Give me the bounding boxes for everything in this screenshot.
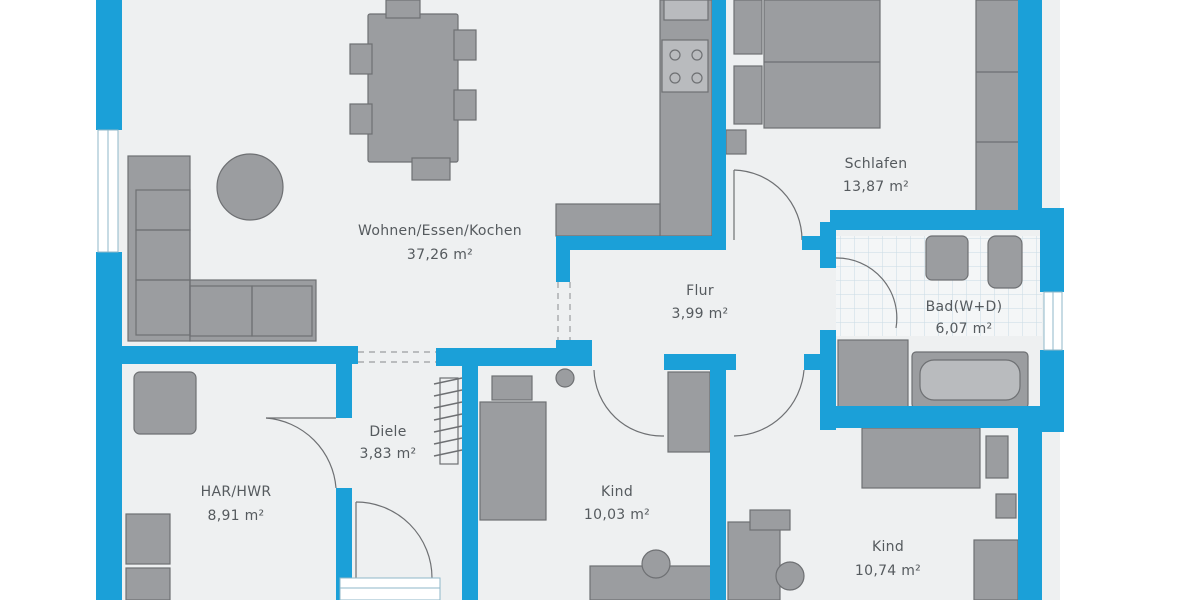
windows [97, 129, 1063, 600]
cooktop-burner [691, 72, 703, 84]
room-name: Bad(W+D) [926, 299, 1003, 315]
boiler [133, 371, 197, 435]
wall-bath [820, 406, 1042, 428]
room-labels: Wohnen/Essen/Kochen 37,26 m² Schlafen 13… [201, 156, 1003, 579]
nightstand [725, 129, 747, 155]
sink [663, 0, 709, 21]
washing-machine [125, 513, 171, 565]
wall-partition [556, 236, 570, 282]
dining-table [367, 13, 459, 163]
wall-bath [830, 210, 1042, 230]
room-area: 10,74 m² [855, 563, 921, 579]
dashed-openings [358, 282, 571, 363]
wall-right-bump [1040, 208, 1064, 292]
room-name: Schlafen [845, 156, 908, 172]
door-swings [265, 169, 898, 579]
room-area: 13,87 m² [843, 179, 909, 195]
sofa-cushion [251, 285, 313, 337]
bathtub-basin [919, 359, 1021, 401]
room-name: Diele [369, 424, 406, 440]
room-name: Flur [686, 283, 714, 299]
door-arc [265, 417, 337, 489]
kitchen-counter [659, 0, 713, 237]
room-name: Kind [872, 539, 904, 555]
cooktop-burner [691, 49, 703, 61]
wall-living-bottom [96, 346, 358, 364]
wall-kind [804, 354, 836, 370]
wardrobe [667, 371, 711, 453]
wall-diele [336, 488, 352, 600]
bed-pillow [733, 0, 763, 55]
single-bed [861, 427, 981, 489]
door-arc [733, 369, 805, 437]
room-name: HAR/HWR [201, 484, 272, 500]
door-arc [355, 501, 433, 579]
desk-chair [775, 561, 805, 591]
single-bed [479, 401, 547, 521]
toilet [987, 235, 1023, 289]
sofa-seat [189, 279, 317, 342]
double-bed [763, 0, 881, 129]
wardrobe [975, 0, 1023, 215]
desk-chair [641, 549, 671, 579]
coat-rack [439, 377, 459, 465]
wall-living-bottom [436, 348, 570, 366]
wall-living-bottom [556, 340, 592, 366]
window [339, 577, 441, 600]
wall-partition [558, 236, 726, 250]
wall-right [1018, 420, 1042, 600]
room-area: 10,03 m² [584, 507, 650, 523]
wall-bath [820, 222, 836, 268]
cooktop-burner [669, 49, 681, 61]
washbasin [925, 235, 969, 281]
wall-left [96, 252, 122, 600]
dining-chair [349, 43, 373, 75]
wall-kind [710, 354, 726, 600]
room-area: 8,91 m² [208, 508, 265, 524]
furniture [125, 0, 1029, 600]
wall-diele [462, 356, 478, 600]
dining-chair [453, 29, 477, 61]
nightstand-lamp [555, 368, 575, 388]
room-name: Kind [601, 484, 633, 500]
room-area: 3,99 m² [672, 306, 729, 322]
walls [96, 0, 1064, 600]
dining-chair [349, 103, 373, 135]
cooktop [661, 39, 709, 93]
sofa-back [127, 155, 191, 342]
wardrobe [973, 539, 1019, 600]
dining-chair [453, 89, 477, 121]
round-table [216, 153, 284, 221]
bed-pillow [985, 435, 1009, 479]
kitchen-counter [555, 203, 661, 237]
wall-right [1018, 0, 1042, 210]
coat-hangers [433, 377, 463, 457]
door-arc [733, 169, 803, 241]
bed-pillow [733, 65, 763, 125]
room-area: 37,26 m² [407, 247, 473, 263]
dryer [125, 567, 171, 600]
wall-diele [336, 356, 352, 418]
bed-pillow [491, 375, 533, 401]
door-arc [835, 257, 898, 329]
door-arc [593, 369, 665, 437]
shower [837, 339, 909, 409]
shelf [749, 509, 791, 531]
dining-chair [385, 0, 421, 19]
cooktop-burner [669, 72, 681, 84]
room-area: 3,83 m² [360, 446, 417, 462]
nightstand [995, 493, 1017, 519]
dining-chair [411, 157, 451, 181]
room-area: 6,07 m² [936, 321, 993, 337]
desk [727, 521, 781, 600]
wall-left [96, 0, 122, 130]
room-name: Wohnen/Essen/Kochen [358, 223, 522, 239]
wall-partition [712, 0, 726, 250]
